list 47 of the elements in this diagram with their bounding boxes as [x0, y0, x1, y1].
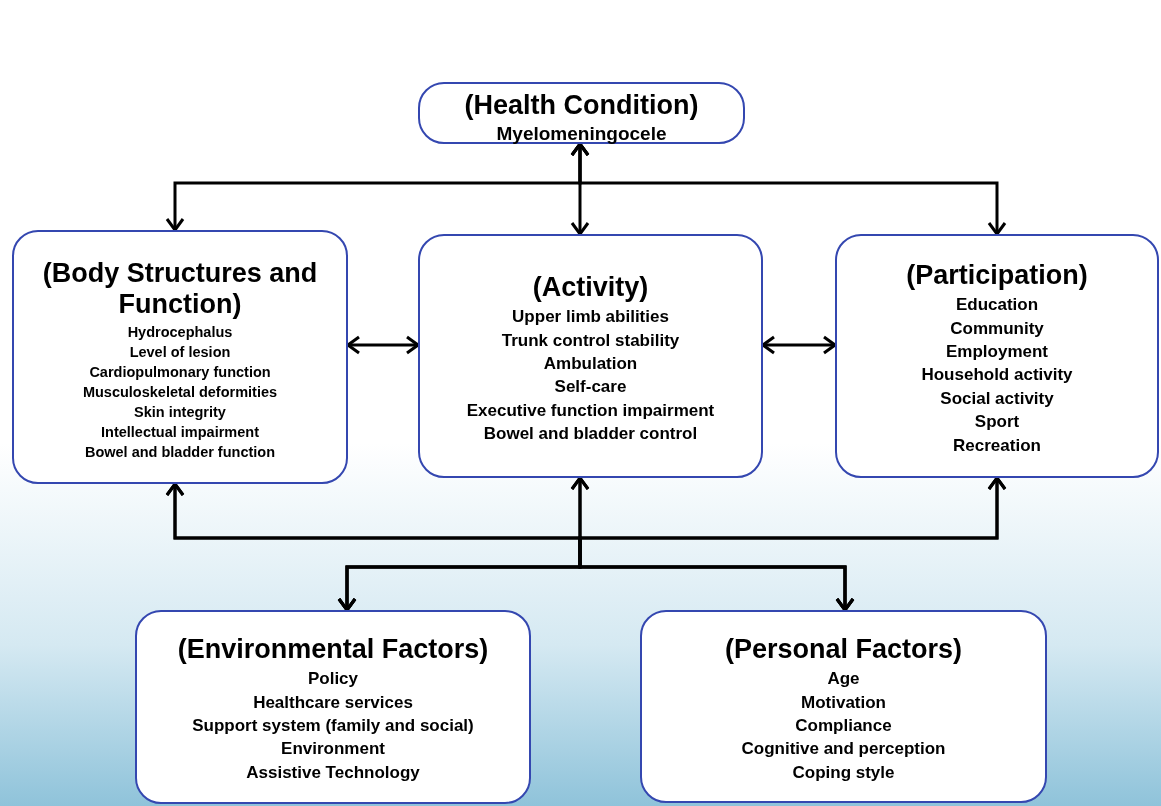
list-item: Employment: [946, 340, 1048, 363]
rounded-box: [418, 234, 763, 478]
rounded-box: [835, 234, 1159, 478]
arrow: [570, 142, 1007, 236]
box-heading: (Body Structures and Function): [41, 258, 319, 321]
list-item: Musculoskeletal deformities: [82, 383, 278, 403]
box-heading: (Activity): [532, 272, 649, 304]
box-heading: (Health Condition): [464, 90, 699, 122]
list-item: Cardiopulmonary function: [89, 363, 271, 383]
list-item: Cognitive and perception: [741, 738, 946, 761]
rounded-box: [135, 610, 531, 804]
arrow: [346, 335, 420, 355]
list-item: Ambulation: [543, 352, 638, 375]
list-item: Motivation: [801, 691, 886, 714]
list-item: Environment: [281, 738, 385, 761]
list-item: Assistive Technology: [246, 761, 420, 784]
list-item: Myelomeningocele: [496, 123, 667, 146]
rounded-box: [12, 230, 348, 484]
list-item: Age: [827, 668, 860, 691]
list-item: Self-care: [554, 376, 627, 399]
list-item: Upper limb abilities: [512, 306, 669, 329]
arrow: [578, 476, 1007, 612]
list-item: Policy: [307, 668, 359, 691]
list-item: Support system (family and social): [192, 714, 474, 737]
list-item: Skin integrity: [134, 403, 226, 423]
arrow: [761, 335, 837, 355]
box-heading: (Personal Factors): [724, 634, 963, 666]
box-heading: (Environmental Factors): [177, 634, 489, 666]
list-item: Coping style: [792, 761, 895, 784]
list-item: Bowel and bladder control: [483, 423, 698, 446]
list-item: Education: [955, 294, 1039, 317]
list-item: Trunk control stability: [501, 329, 680, 352]
list-item: Compliance: [795, 714, 892, 737]
box-heading: (Participation): [906, 260, 1088, 292]
list-item: Household activity: [921, 364, 1073, 387]
list-item: Recreation: [953, 434, 1041, 457]
list-item: Level of lesion: [129, 343, 231, 363]
list-item: Bowel and bladder function: [84, 443, 276, 463]
list-item: Community: [950, 317, 1044, 340]
list-item: Social activity: [940, 387, 1054, 410]
list-item: Hydrocephalus: [127, 323, 233, 343]
list-item: Executive function impairment: [466, 399, 715, 422]
list-item: Healthcare services: [253, 691, 413, 714]
list-item: Intellectual impairment: [101, 423, 259, 443]
rounded-box: [640, 610, 1047, 803]
rounded-box: [418, 82, 745, 144]
list-item: Sport: [974, 411, 1020, 434]
